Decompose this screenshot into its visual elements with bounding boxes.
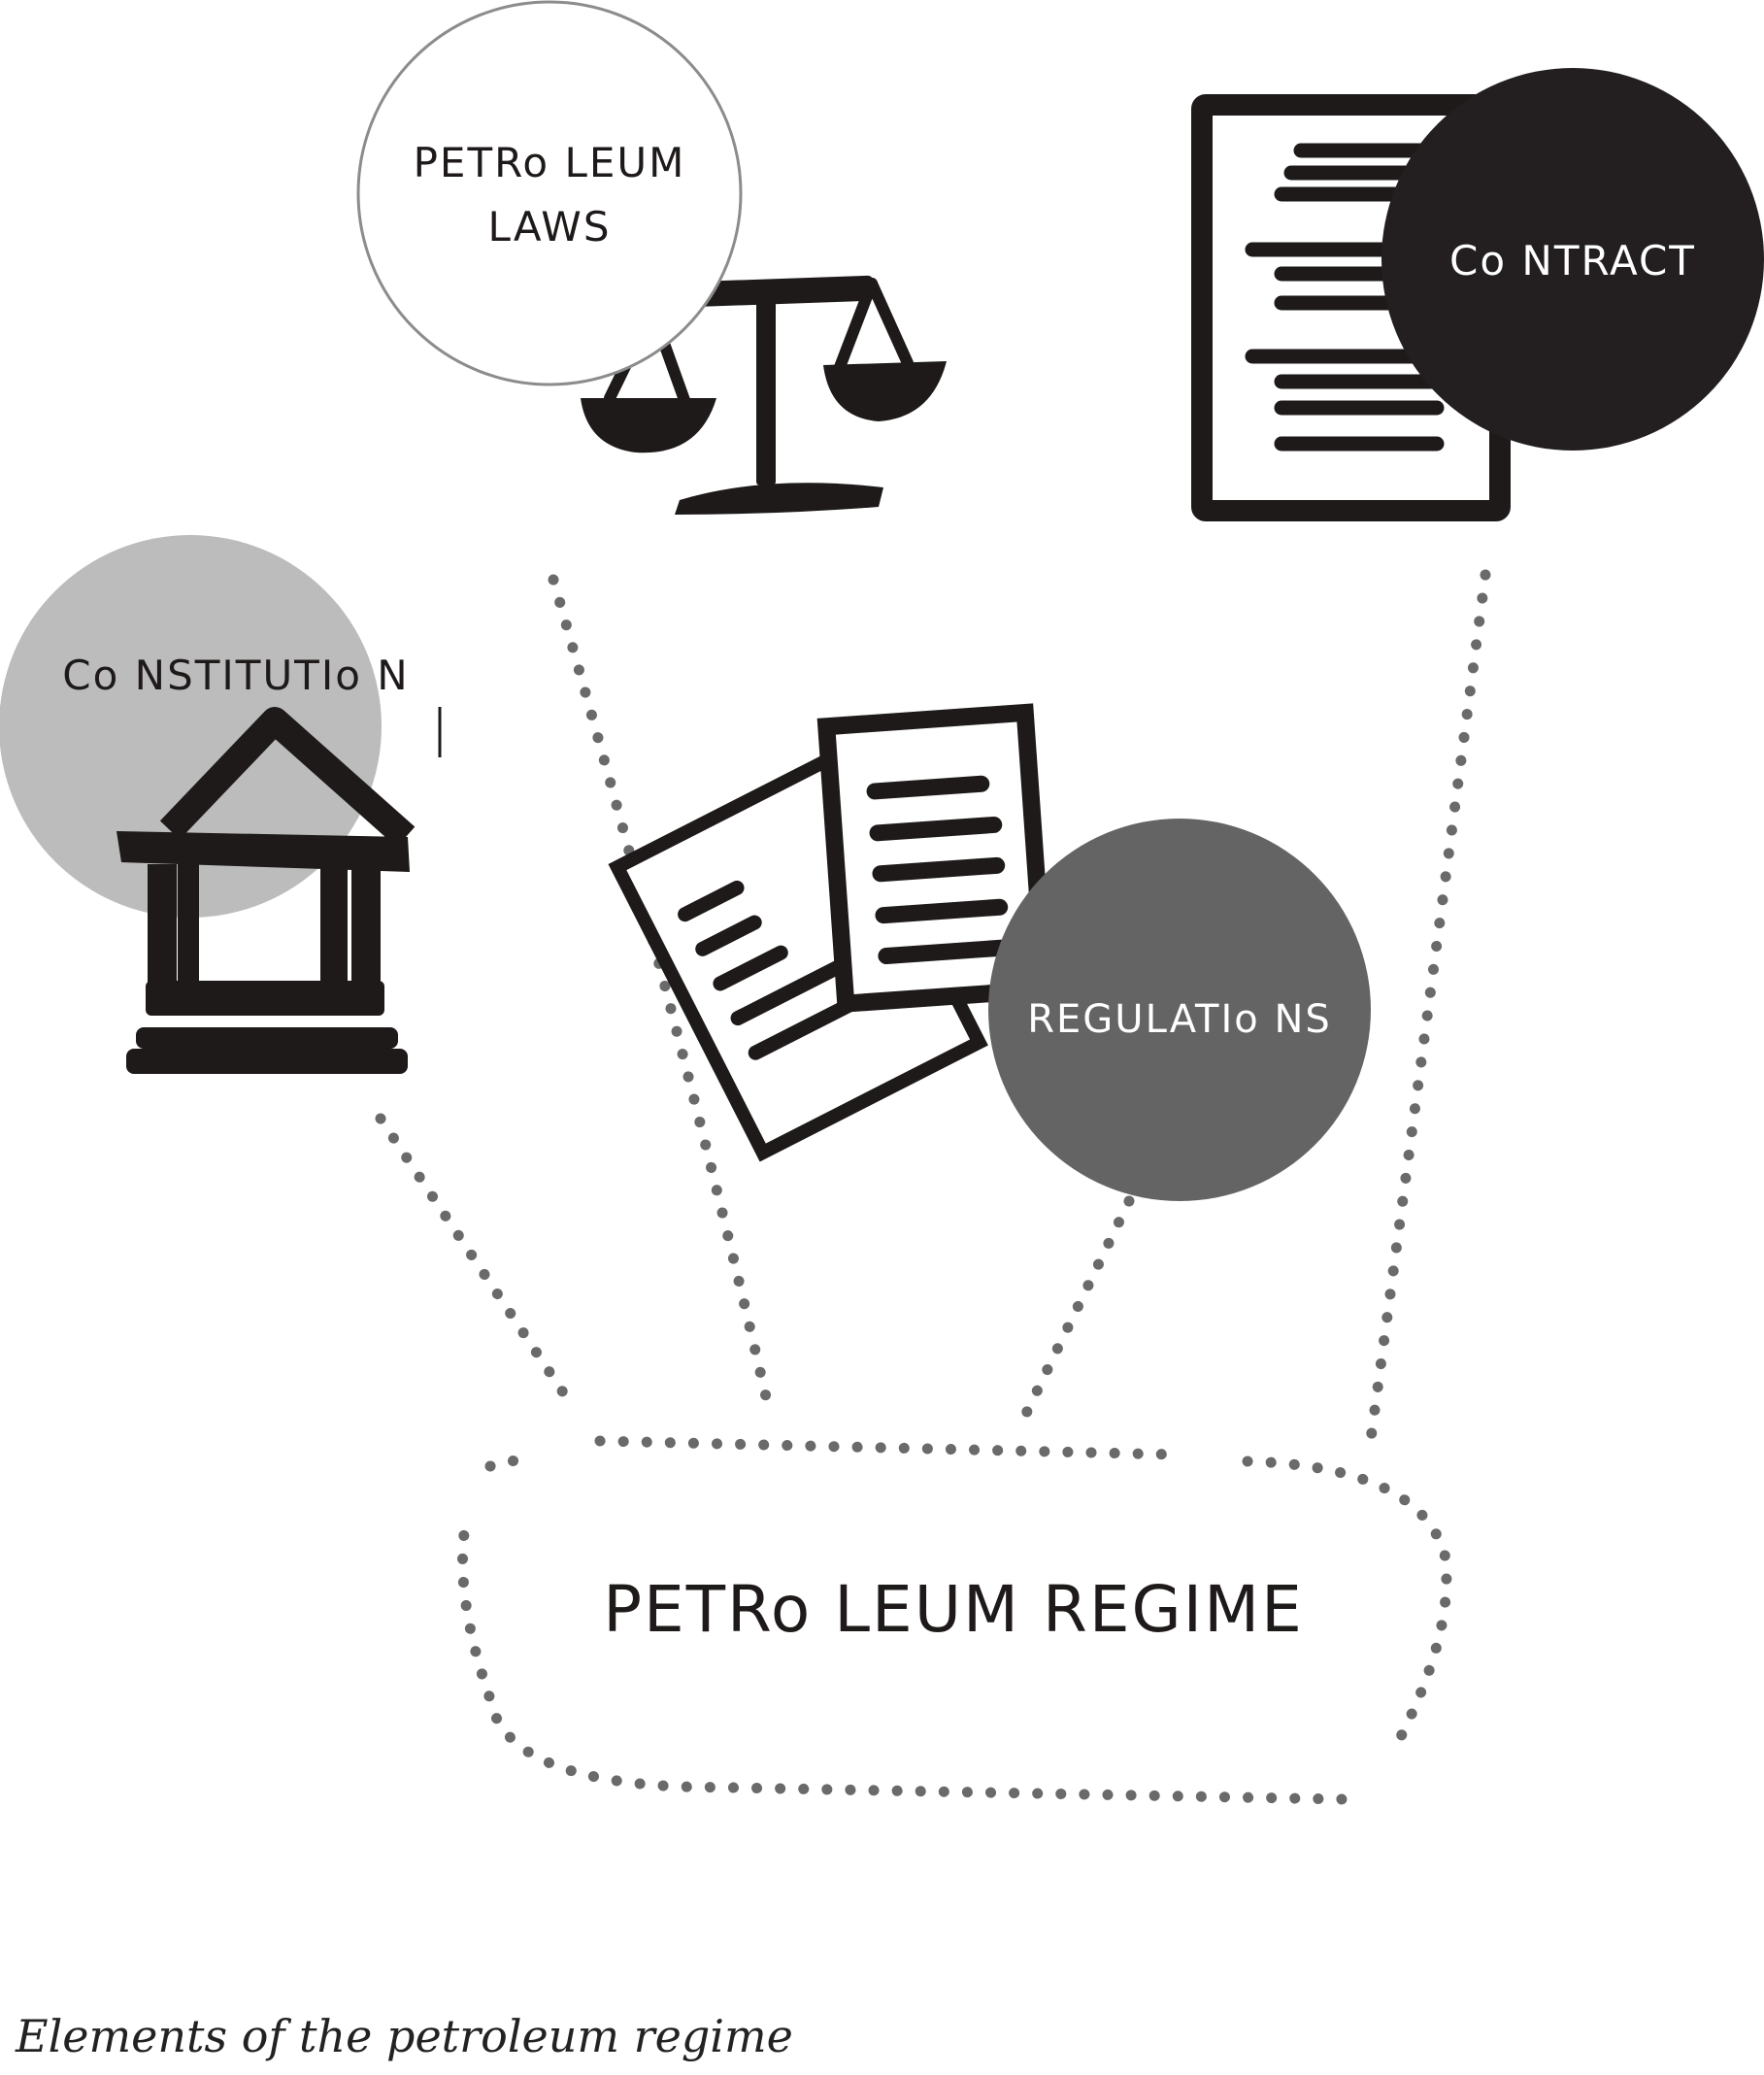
building-icon (116, 707, 416, 1074)
contract-circle (1381, 68, 1764, 451)
contract-label: Co NTRACT (1449, 237, 1696, 284)
petroleum-laws-circle (356, 0, 743, 386)
papers-icon (608, 703, 1054, 1162)
connector-petroleum-laws (548, 574, 773, 1407)
regime-outline (457, 1435, 1452, 1805)
connector-contract (1363, 569, 1491, 1459)
regulations-circle (988, 819, 1371, 1201)
node-petroleum-laws: PETRo LEUM LAWS (356, 0, 743, 386)
petroleum-laws-label-line1: PETRo LEUM (414, 139, 686, 186)
regulations-label: REGULATIo NS (1027, 997, 1332, 1042)
figure-caption: Elements of the petroleum regime (16, 2010, 793, 2062)
scales-icon (581, 275, 947, 515)
connector-constitution (375, 1113, 581, 1416)
node-contract: Co NTRACT (1381, 68, 1764, 451)
node-regulations: REGULATIo NS (988, 819, 1371, 1201)
node-constitution: Co NSTITUTIo N (0, 535, 442, 918)
connectors (375, 569, 1491, 1459)
constitution-circle (0, 535, 382, 918)
constitution-label: Co NSTITUTIo N (62, 652, 409, 699)
petroleum-regime-label: PETRo LEUM REGIME (603, 1572, 1304, 1647)
petroleum-laws-label-line2: LAWS (488, 203, 612, 251)
connector-regulations (1014, 1195, 1135, 1433)
